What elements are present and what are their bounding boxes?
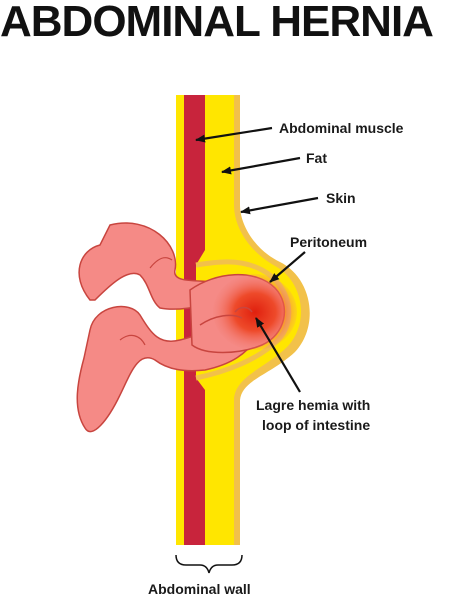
label-abdominal-muscle: Abdominal muscle (279, 120, 404, 136)
intestine-fold (199, 314, 243, 326)
intestine-fold (119, 334, 146, 346)
arrow-skin (240, 196, 319, 215)
label-hernia-line2: loop of intestine (262, 417, 370, 433)
label-fat: Fat (306, 150, 327, 166)
abdominal-wall-brace (175, 554, 243, 574)
hernia-inflammation (213, 274, 297, 350)
arrow-hernia (255, 317, 301, 393)
arrows (195, 126, 319, 393)
page-title: ABDOMINAL HERNIA (0, 0, 434, 46)
intestine-fold (149, 257, 173, 269)
arrow-fat (221, 156, 301, 175)
label-abdominal-wall: Abdominal wall (148, 581, 251, 597)
label-peritoneum: Peritoneum (290, 234, 367, 250)
label-hernia-line1: Lagre hemia with (256, 397, 370, 413)
label-skin: Skin (326, 190, 356, 206)
arrow-peritoneum (269, 251, 306, 283)
arrow-abdominal-muscle (195, 126, 273, 143)
intestine-fold (234, 306, 253, 313)
intestine (76, 222, 297, 433)
inner-fat-strip (176, 95, 184, 545)
